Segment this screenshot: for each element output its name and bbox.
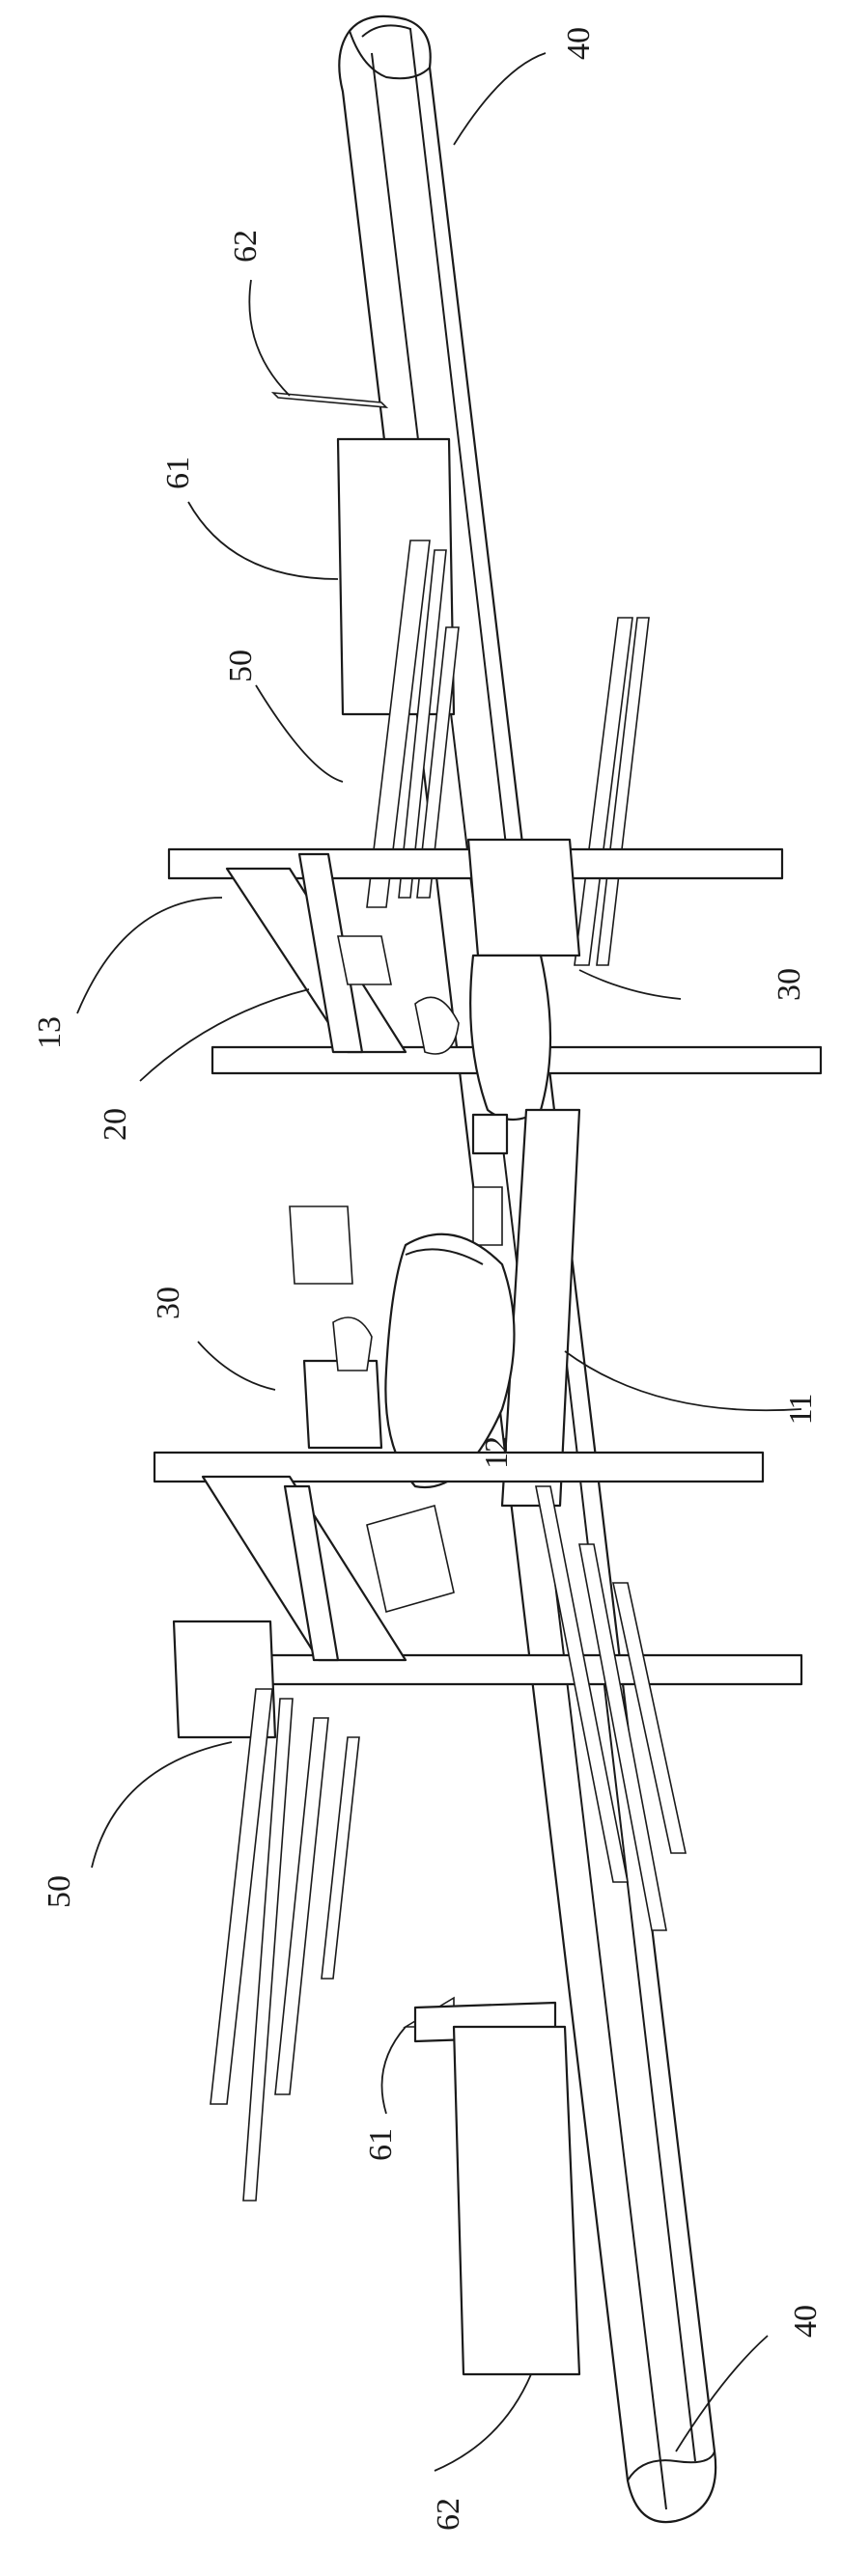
label-62-bottom: 62 — [431, 2498, 466, 2531]
label-30-right: 30 — [772, 968, 807, 1001]
label-30-left: 30 — [151, 1287, 186, 1319]
label-61-bottom: 61 — [363, 2128, 399, 2161]
gripper-30-lower — [304, 1317, 381, 1448]
label-12: 12 — [479, 1436, 515, 1469]
label-40-bottom: 40 — [788, 2305, 824, 2338]
label-11: 11 — [783, 1394, 819, 1426]
label-62-top: 62 — [228, 230, 264, 263]
label-50-bottom: 50 — [42, 1875, 77, 1908]
label-13: 13 — [32, 1016, 68, 1049]
label-20: 20 — [98, 1108, 133, 1141]
collection-box-62-bottom — [454, 2027, 579, 2374]
label-61-top: 61 — [160, 457, 196, 489]
sheet-plate-62-top — [273, 393, 386, 407]
label-40-top: 40 — [561, 27, 597, 60]
label-50-top: 50 — [223, 650, 259, 682]
